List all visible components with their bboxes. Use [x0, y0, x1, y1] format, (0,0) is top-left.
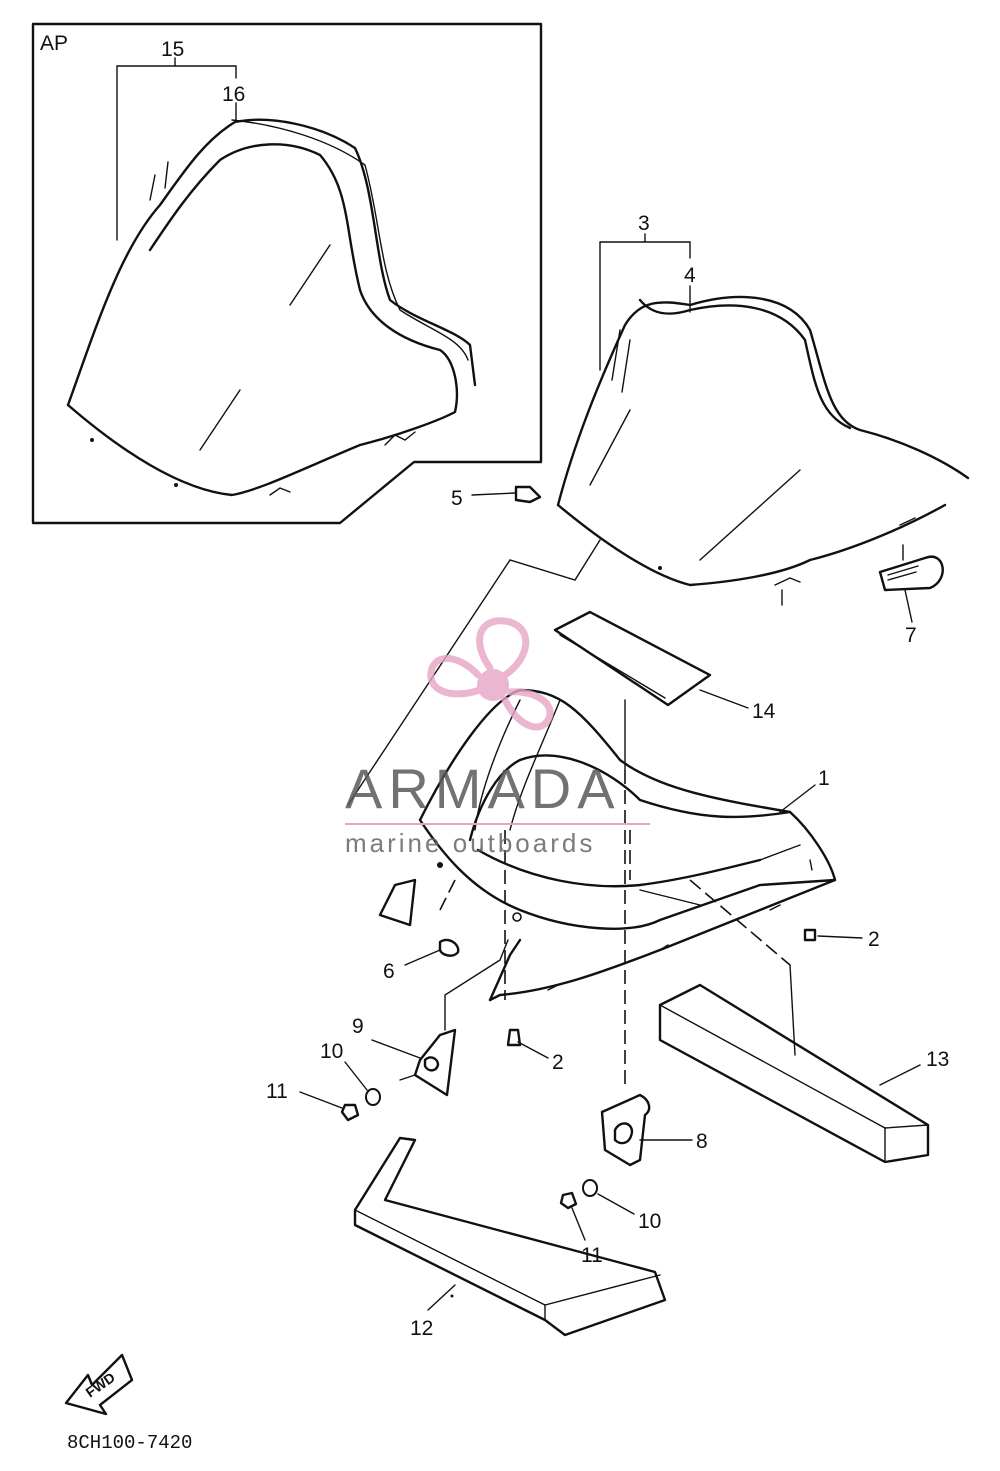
screw-2-right: 2	[803, 928, 880, 951]
callout-11-left: 11	[266, 1080, 288, 1103]
padding-strip-12: 12	[353, 1136, 667, 1340]
fwd-arrow: FWD	[64, 1353, 134, 1416]
watermark-brand: ARMADA	[345, 757, 621, 820]
nut-11-left: 11	[266, 1080, 360, 1122]
inset-panel: AP 15 16	[31, 22, 543, 525]
callout-10-right: 10	[638, 1210, 661, 1233]
callout-1: 1	[818, 767, 830, 790]
pad-14: 14	[553, 610, 776, 723]
callout-16: 16	[222, 83, 245, 106]
grommet-6: 6	[383, 938, 460, 983]
callout-2-center: 2	[552, 1051, 564, 1074]
callout-14: 14	[752, 700, 776, 723]
callout-6: 6	[383, 960, 395, 983]
callout-8: 8	[696, 1130, 708, 1153]
callout-12: 12	[410, 1317, 433, 1340]
watermark: ARMADA marine outboards	[345, 617, 650, 858]
inset-tag: AP	[40, 32, 68, 55]
callout-5: 5	[451, 487, 463, 510]
callout-7: 7	[905, 624, 917, 647]
callout-4: 4	[684, 264, 696, 287]
washer-10-left: 10	[320, 1040, 381, 1106]
callout-13: 13	[926, 1048, 949, 1071]
bracket-9: 9	[352, 939, 509, 1097]
callout-15: 15	[161, 38, 184, 61]
callout-3: 3	[638, 212, 650, 235]
bolt-5: 5	[451, 485, 542, 510]
foam-block-13: 13	[658, 983, 949, 1164]
diagram-code: 8CH100-7420	[67, 1432, 192, 1454]
callout-10-left: 10	[320, 1040, 343, 1063]
callout-2-right: 2	[868, 928, 880, 951]
screw-2-center: 2	[506, 1028, 564, 1074]
washer-10-right: 10	[582, 1179, 661, 1233]
bracket-8: 8	[600, 1093, 708, 1167]
inset-windshield	[66, 118, 477, 497]
armada-logo-icon	[427, 617, 554, 731]
windshield-3: 3 4	[556, 212, 970, 587]
callout-9: 9	[352, 1015, 364, 1038]
knob-7: 7	[878, 544, 944, 647]
cowl-body-1: 1	[378, 688, 837, 1002]
watermark-tagline: marine outboards	[345, 828, 595, 858]
